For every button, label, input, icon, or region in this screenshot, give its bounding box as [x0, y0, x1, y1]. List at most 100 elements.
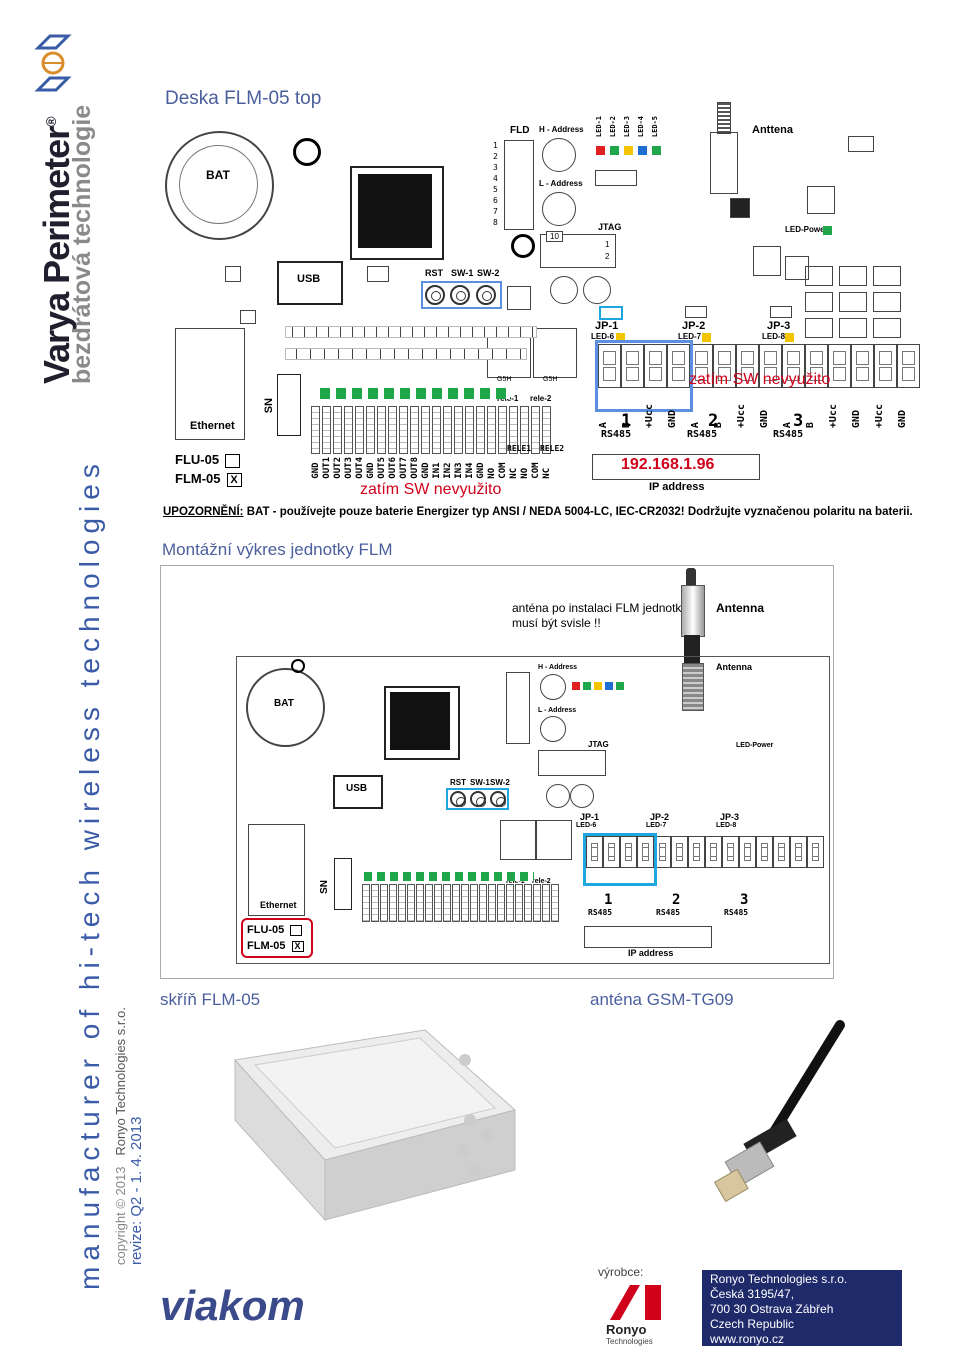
l-address-switch[interactable]	[542, 192, 576, 226]
jp2-label: JP-2	[650, 812, 670, 822]
rele1-group-label: RELE1	[507, 444, 532, 453]
led-labels: LED-1 LED-2 LED-3 LED-4 LED-5	[595, 116, 659, 138]
led-power-label: LED-Power	[785, 225, 828, 234]
ethernet-label: Ethernet	[190, 420, 235, 432]
jtag-label: JTAG	[588, 740, 609, 749]
sw1-button[interactable]	[470, 791, 486, 807]
antenna-label-large: Antenna	[716, 601, 764, 615]
led-power	[823, 226, 832, 235]
capacitor	[570, 784, 594, 808]
usb-label: USB	[297, 273, 321, 285]
fld-header	[504, 140, 534, 230]
mounting-frame	[160, 565, 834, 979]
led-3	[624, 146, 633, 155]
rst-button[interactable]	[425, 285, 445, 305]
rele2-group-label: RELE2	[540, 444, 565, 453]
sn-connector	[277, 374, 301, 436]
led-column	[572, 656, 624, 690]
led8-label: LED-8	[716, 822, 737, 829]
manufacturer-label: výrobce:	[598, 1265, 644, 1279]
resistor-row	[285, 326, 537, 338]
flm-checkbox: X	[291, 940, 304, 952]
jumper-block	[507, 286, 531, 310]
led-power-label: LED-Power	[736, 742, 774, 749]
rs485-1-number: 1	[604, 892, 613, 908]
ip-box	[592, 454, 760, 480]
antenna-gsm-photo	[700, 1015, 860, 1215]
bat-label: BAT	[274, 698, 294, 709]
antenna-note-1: anténa po instalaci FLM jednotky	[512, 601, 688, 615]
l-address-switch[interactable]	[540, 716, 566, 742]
ethernet-label: Ethernet	[260, 900, 297, 910]
l-address-label: L - Address	[538, 707, 577, 714]
relay-1	[500, 820, 536, 860]
antenna-connector	[717, 102, 731, 134]
led7-label: LED-7	[646, 822, 667, 829]
capacitor	[550, 276, 578, 304]
rs485-2-number: 2	[708, 411, 719, 431]
component	[240, 310, 256, 324]
antenna-tip	[686, 568, 696, 588]
rs485-3-label: RS485	[773, 429, 804, 440]
jp2-label: JP-2	[682, 320, 706, 332]
mcu-die	[390, 692, 450, 750]
mcu-die	[358, 174, 432, 248]
not-used-note-left: zatím SW nevyužito	[360, 481, 502, 498]
bat-label: BAT	[206, 168, 230, 182]
led8-label: LED-8	[762, 332, 786, 341]
ip-label: IP address	[649, 481, 705, 493]
battery-holder	[165, 131, 274, 240]
fld-label: FLD	[510, 125, 530, 136]
ronyo-logo: Ronyo	[606, 1322, 647, 1337]
jp3-jumper	[770, 306, 792, 318]
antenna-label: Anttena	[752, 124, 793, 136]
antenna-note-2: musí být svisle !!	[512, 616, 601, 630]
address-line[interactable]: www.ronyo.cz	[710, 1332, 785, 1346]
crystal	[367, 266, 389, 282]
led-8	[785, 333, 794, 342]
ethernet-connector	[248, 824, 305, 916]
ip-box	[584, 926, 712, 948]
regulator	[753, 246, 781, 276]
capacitor	[583, 276, 611, 304]
h-address-switch[interactable]	[540, 674, 566, 700]
sw1-label: SW-1	[470, 778, 490, 787]
jtag-connector	[540, 234, 616, 268]
jtag-pin2: 2	[605, 252, 610, 261]
flm-checkbox: X	[226, 472, 242, 487]
sw2-button[interactable]	[490, 791, 506, 807]
resistor-row	[285, 348, 527, 360]
h-address-switch[interactable]	[542, 138, 576, 172]
sw1-button[interactable]	[450, 285, 470, 305]
terminal-labels-right: A B +Ucc GND A B +Ucc GND A B +Ucc GND +…	[598, 404, 908, 429]
rst-button[interactable]	[450, 791, 466, 807]
rs485-1-highlight	[595, 340, 693, 412]
rs485-2-label: RS485	[687, 429, 718, 440]
brand-strip: Varya Perimeter® bezdrátová technologie …	[0, 0, 150, 1358]
ronyo-logo-icon	[605, 1280, 665, 1322]
led6-label: LED-6	[576, 822, 597, 829]
mcu-chip	[384, 686, 460, 760]
copyright-text: copyright © 2013 Ronyo Technologies s.r.…	[113, 1007, 128, 1265]
address-line: 700 30 Ostrava Zábřeh	[710, 1302, 834, 1316]
address-box: Ronyo Technologies s.r.o. Česká 3195/47,…	[702, 1270, 902, 1346]
mounting-title: Montážní výkres jednotky FLM	[162, 540, 393, 559]
varya-logo-icon	[30, 28, 76, 98]
ip-value: 192.168.1.96	[621, 456, 715, 473]
top-board-title: Deska FLM-05 top	[165, 88, 322, 109]
jtag-label: JTAG	[598, 222, 622, 232]
component	[730, 198, 750, 218]
status-leds-row	[364, 872, 534, 881]
buttons-highlight	[421, 281, 502, 309]
capacitor	[546, 784, 570, 808]
rs485-2-label: RS485	[656, 908, 681, 917]
sw2-label: SW-2	[490, 778, 510, 787]
sw2-button[interactable]	[476, 285, 496, 305]
mount-hole	[291, 659, 305, 673]
rele1-label: rele-1	[506, 878, 525, 885]
l-address-label: L - Address	[539, 179, 583, 188]
